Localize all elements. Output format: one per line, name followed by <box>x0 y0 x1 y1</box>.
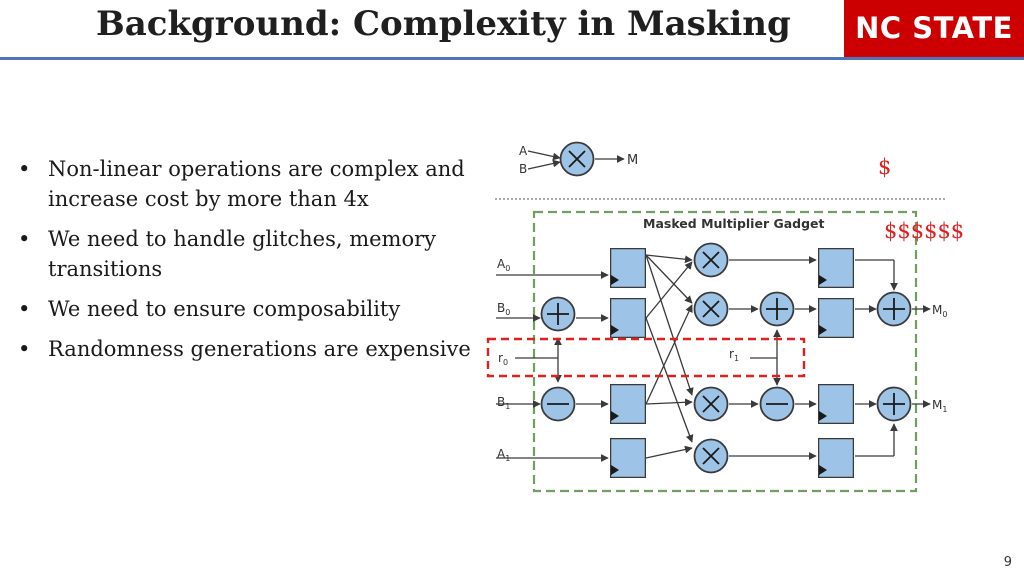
flip-flop-icon <box>818 438 854 478</box>
label-b0: B0 <box>497 301 510 317</box>
bullet-dot-icon: • <box>18 227 31 251</box>
label-a0: A0 <box>497 257 510 273</box>
circle-times-icon <box>693 291 729 327</box>
flip-flop-icon <box>818 248 854 288</box>
circle-plus-icon <box>759 291 795 327</box>
bullet-text: Non-linear operations are complex and in… <box>48 157 465 211</box>
flip-flop-icon <box>610 298 646 338</box>
gadget-title: Masked Multiplier Gadget <box>643 216 825 231</box>
bullet-dot-icon: • <box>18 337 31 361</box>
circle-plus-icon <box>540 296 576 332</box>
bullet-text: We need to handle glitches, memory trans… <box>48 227 437 281</box>
flip-flop-icon <box>610 438 646 478</box>
gadget-wires <box>496 254 931 462</box>
label-b1: B1 <box>497 395 510 411</box>
masked-multiplier-diagram: A B M $ Masked Multiplier Gadget $$$$$$ <box>486 141 964 493</box>
circle-plus-icon <box>876 291 912 327</box>
label-r0: r0 <box>498 351 508 367</box>
label-a1: A1 <box>497 447 510 463</box>
circle-times-icon <box>693 242 729 278</box>
flip-flop-icon <box>610 248 646 288</box>
label-m0: M0 <box>932 303 947 319</box>
slide-title: Background: Complexity in Masking <box>96 4 791 44</box>
title-divider <box>0 57 1024 60</box>
cost-low-label: $ <box>878 155 891 179</box>
circle-minus-icon <box>540 386 576 422</box>
top-output-m-label: M <box>627 153 638 168</box>
nc-state-logo: NC STATE <box>844 0 1024 57</box>
circle-times-icon <box>559 141 595 177</box>
bullet-item: • We need to handle glitches, memory tran… <box>18 224 478 284</box>
page-number: 9 <box>1003 555 1012 570</box>
top-input-b-label: B <box>519 162 527 176</box>
bullet-dot-icon: • <box>18 297 31 321</box>
top-input-a-label: A <box>519 144 528 158</box>
bullet-dot-icon: • <box>18 157 31 181</box>
circle-times-icon <box>693 386 729 422</box>
cost-high-label: $$$$$$ <box>884 219 964 243</box>
simple-multiplier: A B M $ <box>519 141 891 179</box>
gadget-border <box>532 210 918 493</box>
circle-plus-icon <box>876 386 912 422</box>
bullet-item: • We need to ensure composability <box>18 294 478 324</box>
circle-minus-icon <box>759 386 795 422</box>
label-r1: r1 <box>729 347 739 363</box>
randomness-highlight <box>486 337 806 378</box>
flip-flop-icon <box>818 298 854 338</box>
flip-flop-icon <box>610 384 646 424</box>
label-m1: M1 <box>932 398 947 414</box>
bullet-item: • Non-linear operations are complex and i… <box>18 154 478 214</box>
bullet-text: We need to ensure composability <box>48 297 401 321</box>
circle-times-icon <box>693 438 729 474</box>
bullet-item: • Randomness generations are expensive <box>18 334 478 364</box>
bullet-list: • Non-linear operations are complex and i… <box>18 154 478 374</box>
bullet-text: Randomness generations are expensive <box>48 337 471 361</box>
flip-flop-icon <box>818 384 854 424</box>
